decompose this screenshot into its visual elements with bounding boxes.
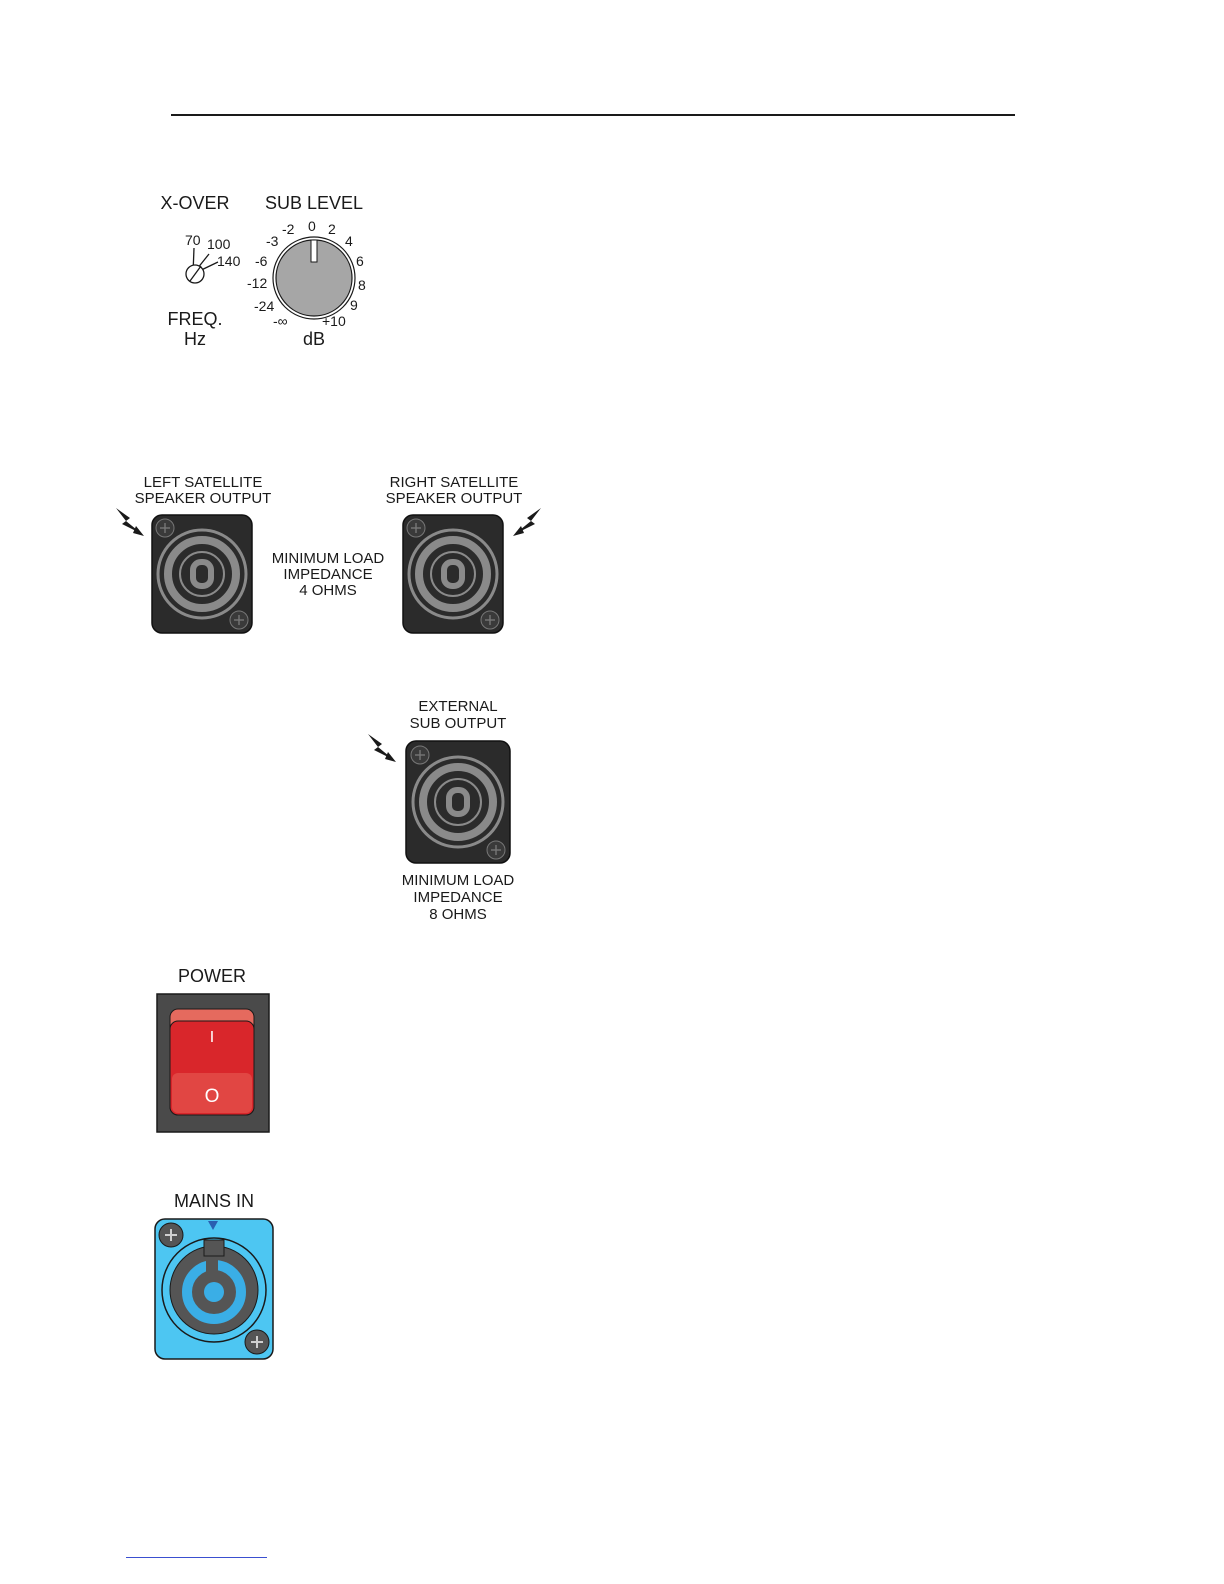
footer-link-underline[interactable] [126,1557,267,1558]
min-load-8-line-3: 8 OHMS [388,906,528,923]
sub-tick-6: 6 [356,254,364,268]
sub-tick-neg6: -6 [255,254,267,268]
sub-tick-neg-inf: -∞ [273,314,288,328]
external-sub-label-2: SUB OUTPUT [388,715,528,732]
min-load-4-line-2: IMPEDANCE [258,566,398,583]
sub-level-title: SUB LEVEL [250,193,378,213]
sub-tick-neg2: -2 [282,222,294,236]
right-speakon-connector[interactable] [402,514,504,634]
power-rocker-switch[interactable] [156,993,270,1133]
min-load-4-line-1: MINIMUM LOAD [258,550,398,567]
power-on-symbol: I [156,1029,268,1046]
min-load-8-line-2: IMPEDANCE [388,889,528,906]
sub-tick-8: 8 [358,278,366,292]
xover-freq-label: FREQ. [150,309,240,329]
sub-tick-9: 9 [350,298,358,312]
sub-level-unit-label: dB [288,329,340,349]
sub-tick-pos10: +10 [322,314,346,328]
min-load-8-line-1: MINIMUM LOAD [388,872,528,889]
power-title: POWER [156,966,268,986]
mains-title: MAINS IN [156,1191,272,1211]
sub-tick-neg3: -3 [266,234,278,248]
external-sub-warning-bolt-icon [364,730,398,764]
sub-tick-neg24: -24 [254,299,274,313]
sub-tick-0: 0 [308,219,316,233]
min-load-4-line-3: 4 OHMS [258,582,398,599]
sub-tick-2: 2 [328,222,336,236]
xover-title: X-OVER [150,193,240,213]
left-warning-bolt-icon [112,504,146,538]
header-rule [171,114,1015,116]
left-speakon-connector[interactable] [151,514,253,634]
left-output-label-1: LEFT SATELLITE [118,474,288,491]
xover-unit-label: Hz [150,329,240,349]
external-sub-label-1: EXTERNAL [388,698,528,715]
sub-tick-neg12: -12 [247,276,267,290]
external-sub-speakon-connector[interactable] [405,740,511,864]
xover-selector[interactable] [180,244,224,286]
power-off-symbol: O [156,1088,268,1105]
mains-powercon-inlet[interactable] [154,1218,274,1360]
right-output-label-1: RIGHT SATELLITE [368,474,540,491]
sub-tick-4: 4 [345,234,353,248]
right-warning-bolt-icon [511,504,545,538]
